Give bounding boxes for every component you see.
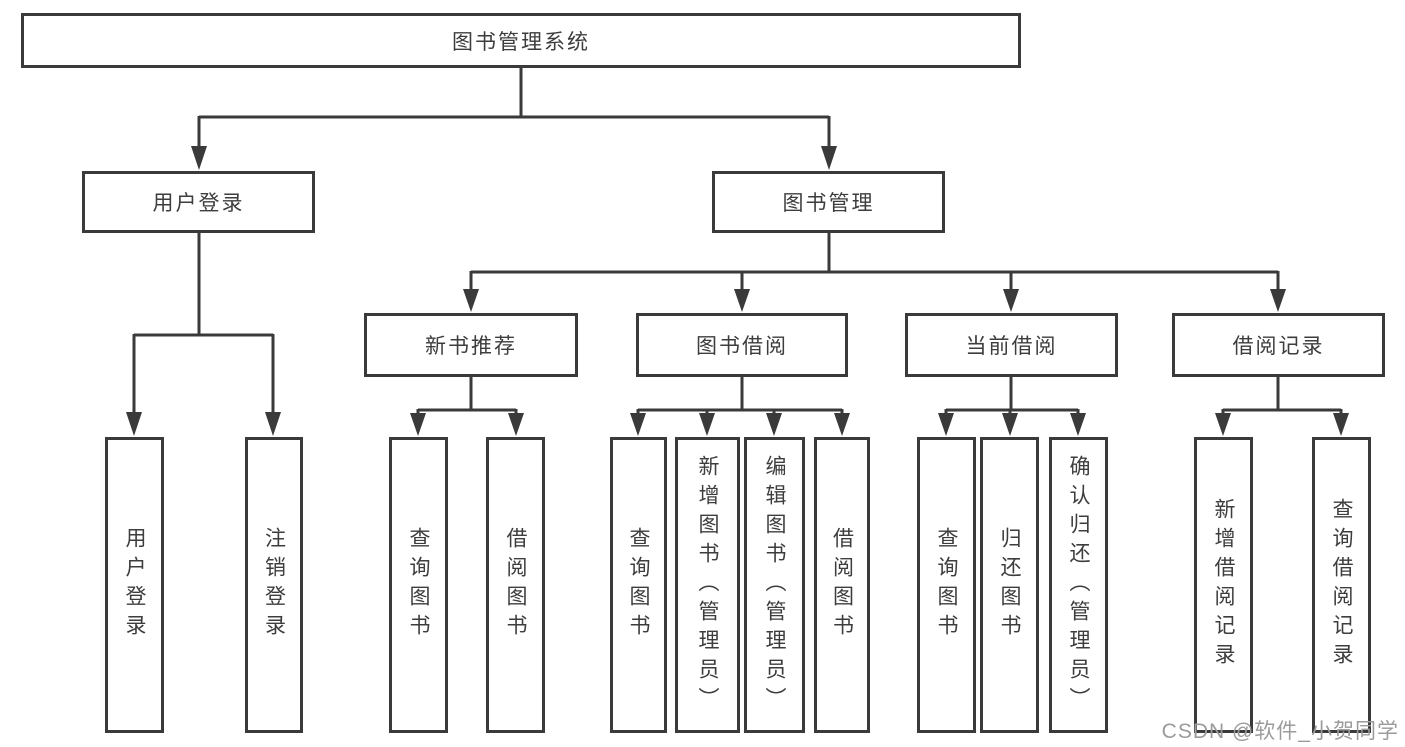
node-borrow-records-label: 借阅记录 [1232,335,1325,358]
leaf-add-book-label: 新增图书（管理员） [696,454,719,716]
leaf-edit-book-label: 编辑图书（管理员） [763,454,786,716]
node-root: 图书管理系统 [21,13,1021,68]
leaf-confirm-return: 确认归还（管理员） [1049,437,1108,733]
leaf-logout: 注销登录 [245,437,303,733]
node-book-mgmt: 图书管理 [712,171,945,233]
leaf-query-book-2-label: 查询图书 [627,527,650,643]
leaf-query-book-3: 查询图书 [917,437,976,733]
leaf-borrow-book-1: 借阅图书 [486,437,545,733]
leaf-query-book-3-label: 查询图书 [935,527,958,643]
leaf-add-record-label: 新增借阅记录 [1212,498,1235,672]
leaf-return-book: 归还图书 [980,437,1039,733]
leaf-query-book-1-label: 查询图书 [407,527,430,643]
node-borrow-records: 借阅记录 [1172,313,1385,377]
leaf-logout-label: 注销登录 [262,527,286,643]
node-user-login: 用户登录 [82,171,315,233]
leaf-confirm-return-label: 确认归还（管理员） [1067,454,1090,716]
node-root-label: 图书管理系统 [452,30,590,54]
leaf-query-book-1: 查询图书 [389,437,448,733]
node-book-mgmt-label: 图书管理 [782,192,875,215]
leaf-query-book-2: 查询图书 [610,437,667,733]
node-user-login-label: 用户登录 [152,192,245,215]
node-current-borrow-label: 当前借阅 [965,335,1058,358]
node-new-book-rec-label: 新书推荐 [425,335,517,358]
leaf-borrow-book-1-label: 借阅图书 [504,527,527,643]
leaf-query-record: 查询借阅记录 [1312,437,1371,733]
csdn-watermark: CSDN @软件_小贺同学 [1161,720,1399,743]
leaf-user-login: 用户登录 [105,437,164,733]
leaf-add-record: 新增借阅记录 [1194,437,1253,733]
leaf-add-book: 新增图书（管理员） [675,437,740,733]
leaf-borrow-book-2: 借阅图书 [814,437,870,733]
leaf-user-login-label: 用户登录 [123,527,146,643]
node-book-borrow: 图书借阅 [636,313,848,377]
leaf-query-record-label: 查询借阅记录 [1330,498,1353,672]
leaf-return-book-label: 归还图书 [998,527,1021,643]
node-current-borrow: 当前借阅 [905,313,1118,377]
leaf-edit-book: 编辑图书（管理员） [744,437,805,733]
leaf-borrow-book-2-label: 借阅图书 [830,527,854,643]
node-book-borrow-label: 图书借阅 [696,335,788,358]
node-new-book-rec: 新书推荐 [364,313,578,377]
